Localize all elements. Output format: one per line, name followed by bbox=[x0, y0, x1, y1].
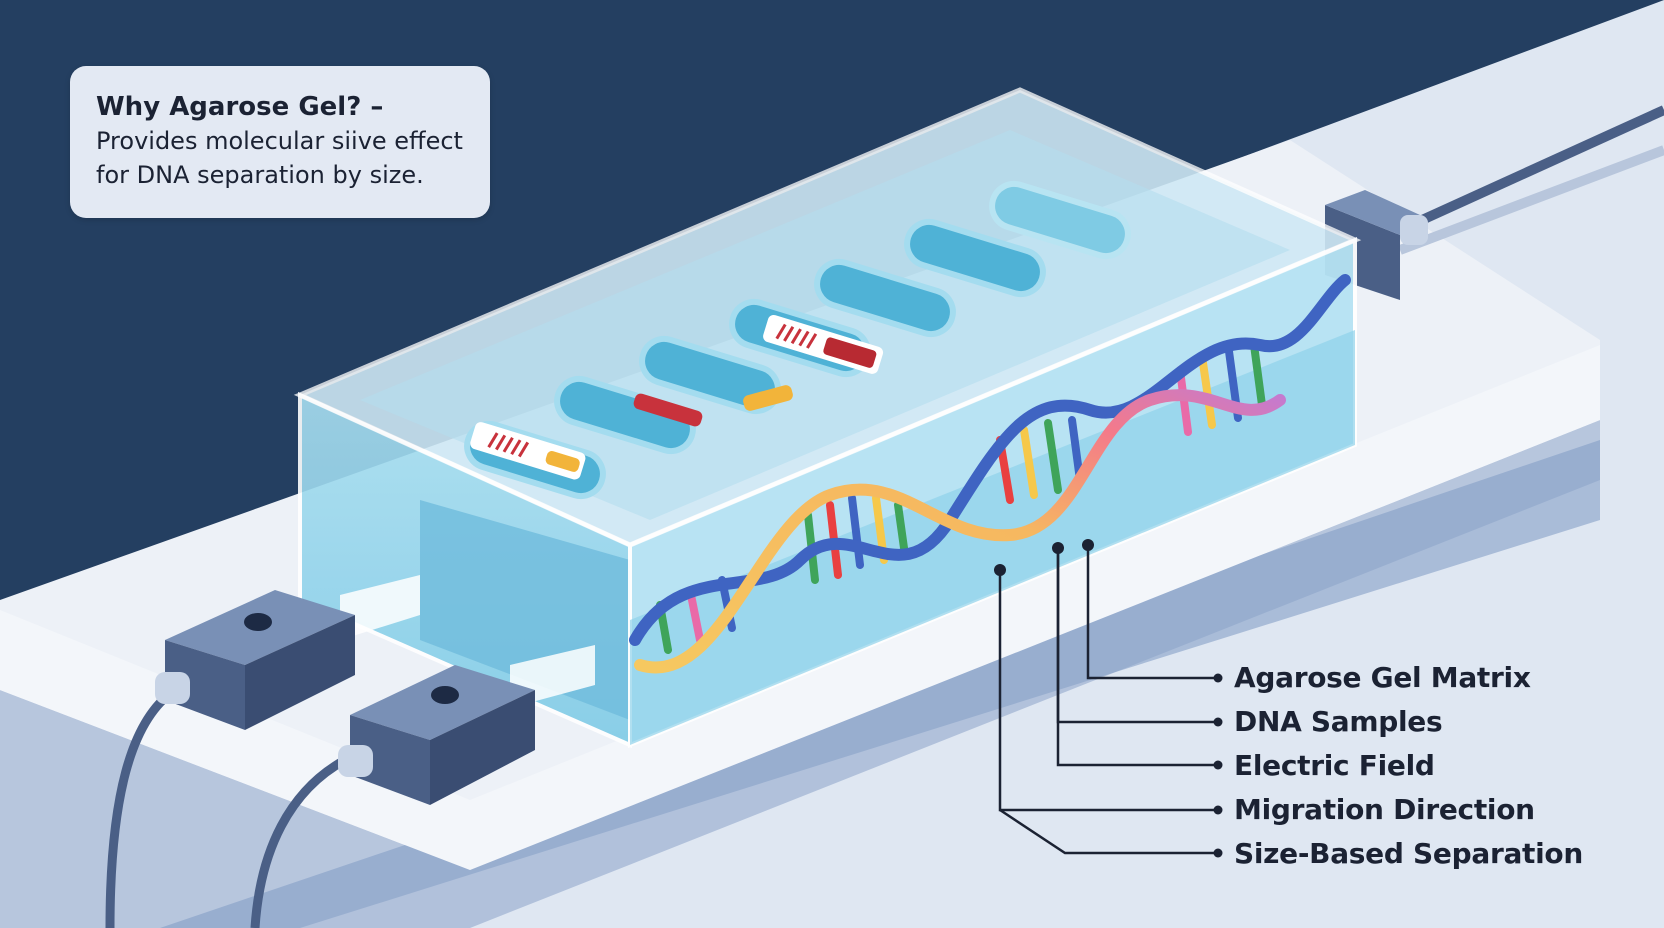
well-7 bbox=[989, 180, 1131, 260]
info-callout: Why Agarose Gel? – Provides molecular si… bbox=[70, 66, 490, 218]
well-2 bbox=[554, 375, 696, 455]
leader-size-based-separation bbox=[999, 808, 1218, 855]
legend-item-dna-samples: DNA Samples bbox=[1234, 705, 1443, 738]
component-legend: Agarose Gel Matrix DNA Samples Electric … bbox=[1234, 658, 1583, 878]
leader-dots bbox=[994, 539, 1223, 858]
band-lane-2 bbox=[633, 393, 703, 427]
legend-item-size-based-separation: Size-Based Separation bbox=[1234, 837, 1584, 870]
leader-electric-field bbox=[1056, 548, 1218, 767]
dna-helix bbox=[629, 274, 1351, 674]
info-body-line-1: Provides molecular siive effect bbox=[96, 127, 463, 155]
legend-item-electric-field: Electric Field bbox=[1234, 749, 1435, 782]
left-electrode-1 bbox=[105, 575, 420, 928]
dna-backbone-warm bbox=[634, 389, 1286, 674]
band-lane-1 bbox=[470, 422, 586, 480]
left-electrode-2 bbox=[250, 645, 595, 928]
legend-item-migration-direction: Migration Direction bbox=[1234, 793, 1535, 826]
info-body-line-2: for DNA separation by size. bbox=[96, 161, 424, 189]
well-5 bbox=[814, 258, 956, 338]
info-title: Why Agarose Gel? – bbox=[96, 92, 384, 122]
leader-agarose-gel-matrix bbox=[1086, 545, 1218, 680]
dna-backbone-blue bbox=[629, 274, 1351, 646]
legend-item-agarose-gel-matrix: Agarose Gel Matrix bbox=[1234, 661, 1531, 694]
well-6 bbox=[904, 218, 1046, 298]
leader-lines bbox=[998, 545, 1218, 855]
band-lane-3 bbox=[743, 385, 793, 411]
band-lane-4 bbox=[763, 314, 884, 374]
dna-bands bbox=[470, 314, 884, 480]
